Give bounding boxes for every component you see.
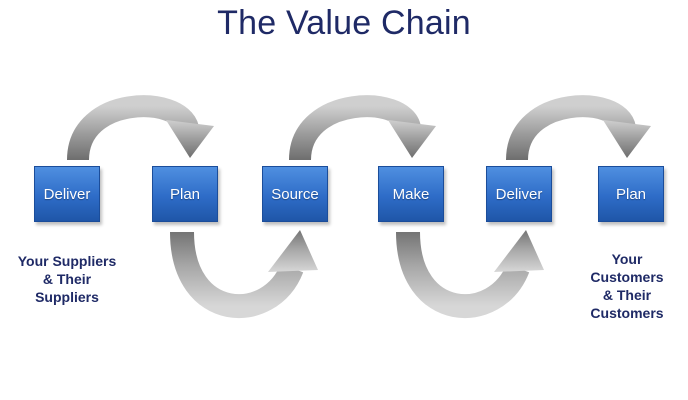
step-plan-customer: Plan <box>598 166 664 222</box>
top-arrow-1 <box>67 95 214 161</box>
customer-label-line: & Their <box>602 287 652 303</box>
customer-label-line: Customers <box>590 305 664 321</box>
step-source: Source <box>262 166 328 222</box>
step-deliver-supplier: Deliver <box>34 166 100 222</box>
bottom-arrow-1 <box>170 230 318 319</box>
bottom-arrow-2 <box>396 230 544 319</box>
supplier-label-line: Your Suppliers <box>17 253 117 269</box>
supplier-label-line: Suppliers <box>35 289 99 305</box>
step-plan: Plan <box>152 166 218 222</box>
diagram-title: The Value Chain <box>217 4 471 42</box>
supplier-label-line: & Their <box>42 271 92 287</box>
step-deliver: Deliver <box>486 166 552 222</box>
customer-label-line: Customers <box>590 269 664 285</box>
customer-label-line: Your <box>611 251 643 267</box>
customer-label: Your Customers & Their Customers <box>568 250 686 322</box>
top-arrow-2 <box>289 95 436 162</box>
step-make: Make <box>378 166 444 222</box>
supplier-label: Your Suppliers & Their Suppliers <box>2 252 132 306</box>
top-arrow-3 <box>506 95 651 162</box>
